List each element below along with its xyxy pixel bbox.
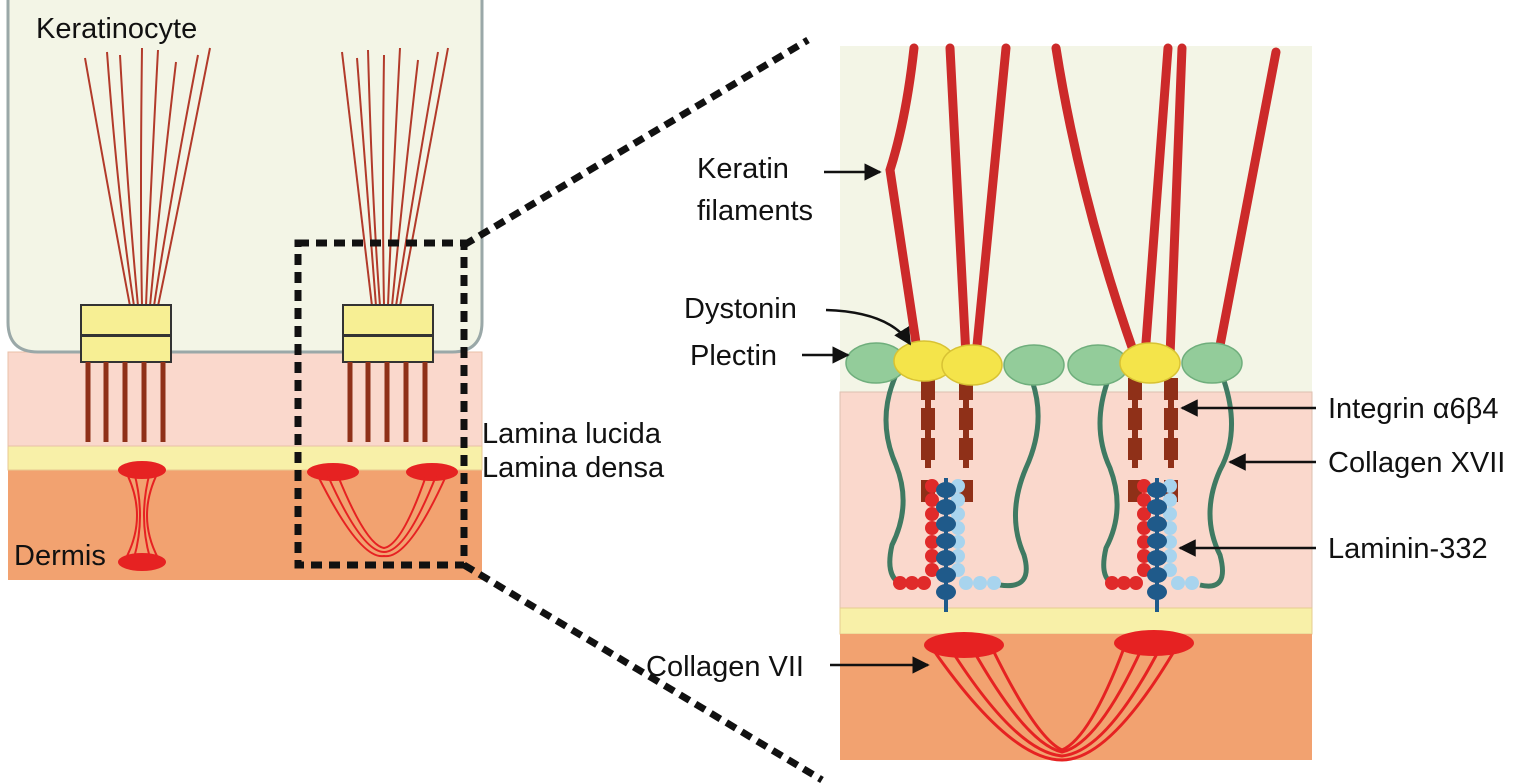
- label-collagen-vii: Collagen VII: [646, 651, 804, 683]
- overview-panel: [6, 0, 484, 580]
- label-lamina-densa: Lamina densa: [482, 452, 665, 484]
- keratinocyte-cell: [6, 0, 484, 354]
- anchoring-fibril-right: [307, 463, 458, 558]
- label-lamina-lucida: Lamina lucida: [482, 418, 662, 450]
- detail-lamina-lucida: [839, 391, 1313, 609]
- hemidesmosome-plate-upper-left: [80, 304, 172, 336]
- keratin-filaments-detail: [885, 43, 1281, 361]
- lamina-lucida-layer: [7, 351, 483, 447]
- label-keratin-line1: Keratin: [697, 153, 789, 185]
- label-laminin: Laminin-332: [1328, 533, 1488, 565]
- hemidesmosome-plate-lower-right: [342, 335, 434, 363]
- detail-lamina-densa: [839, 607, 1313, 635]
- label-dystonin: Dystonin: [684, 293, 797, 325]
- dystonin-proteins: [893, 340, 1181, 386]
- keratin-filament-bundle-left: [84, 47, 211, 307]
- label-keratinocyte: Keratinocyte: [36, 13, 197, 45]
- detail-panel: [839, 43, 1313, 762]
- labels: Keratinocyte Lamina lucida Lamina densa …: [14, 13, 1505, 683]
- zoom-connector-bottom: [462, 561, 824, 784]
- anchoring-filaments-left: [85, 362, 166, 442]
- label-dermis: Dermis: [14, 540, 106, 572]
- anchoring-filaments-right: [347, 362, 428, 442]
- collagen-xvii-strands: [883, 373, 1235, 589]
- label-plectin: Plectin: [690, 340, 777, 372]
- hemidesmosome-plate-upper-right: [342, 304, 434, 336]
- laminin-332-group-1: [893, 478, 1001, 612]
- label-arrows: [802, 163, 1316, 674]
- label-keratin-line2: filaments: [697, 195, 813, 227]
- collagen-vii-fibrils: [924, 630, 1194, 762]
- anchoring-fibril-left: [118, 461, 166, 571]
- zoom-region-box: [294, 239, 468, 569]
- label-collagen-xvii: Collagen XVII: [1328, 447, 1505, 479]
- label-integrin: Integrin α6β4: [1328, 393, 1499, 425]
- plectin-proteins: [845, 342, 1243, 386]
- zoom-connector-top: [462, 36, 810, 249]
- keratin-filament-bundle-right: [341, 47, 449, 307]
- lamina-densa-layer: [7, 445, 483, 471]
- laminin-332-group-2: [1105, 478, 1199, 612]
- arrow-dystonin: [825, 308, 912, 346]
- hemidesmosome-plate-lower-left: [80, 335, 172, 363]
